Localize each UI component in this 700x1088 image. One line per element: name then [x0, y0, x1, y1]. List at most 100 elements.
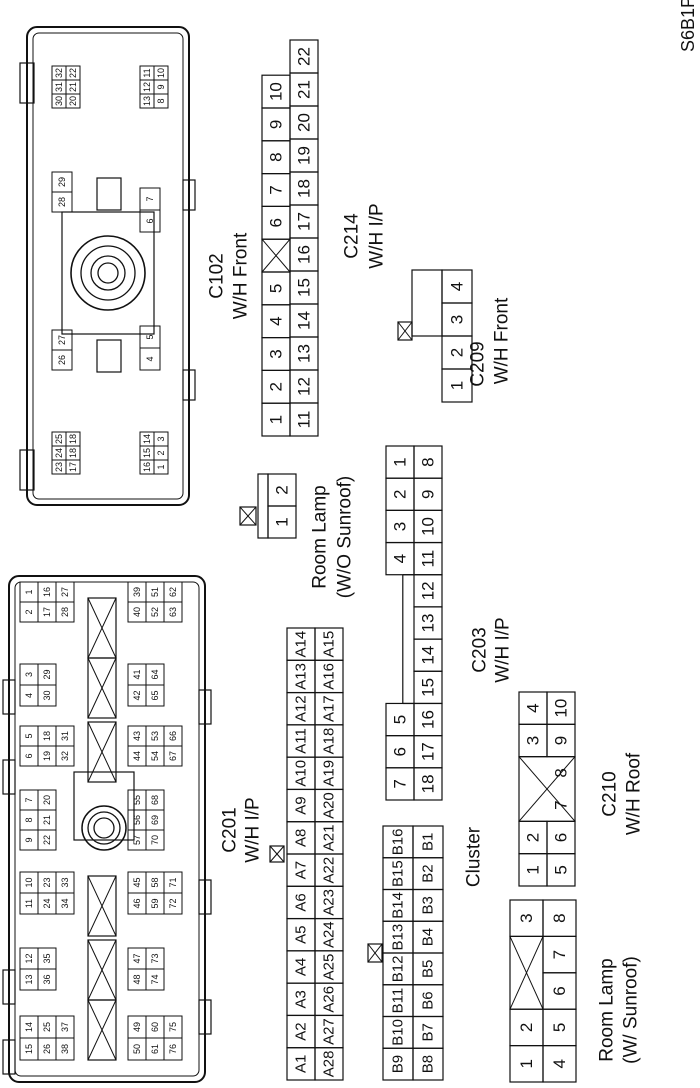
c201-pin-label: 1: [24, 589, 34, 594]
c209-pin-label: 4: [448, 282, 467, 291]
ip_a-pin-label: A3: [293, 990, 310, 1008]
c210-pin-label: 5: [552, 865, 571, 874]
ip_a-pin-label: A11: [293, 728, 310, 754]
c102-pin-label: 27: [57, 335, 67, 345]
c102-pin-label: 10: [156, 68, 166, 78]
c201-pin-label: 28: [60, 607, 70, 617]
c201-pin-label: 56: [132, 815, 142, 825]
c201-pin-label: 25: [42, 1022, 52, 1032]
c201-pin-label: 19: [42, 751, 52, 761]
c102-pin-label: 18: [68, 434, 78, 444]
c214-pin-label: 4: [267, 316, 286, 325]
room_lamp_wo-key-box: [239, 506, 257, 526]
c102-center-box: [61, 211, 155, 335]
c203-pin-label: 17: [419, 742, 438, 761]
c201-blank-cavity-box: [87, 721, 117, 783]
c210-pin-label: 7: [552, 800, 571, 809]
ip_a-pin-label: A12: [293, 695, 310, 722]
ip_a-pin-label: A28: [321, 1051, 338, 1078]
c102-inner: [32, 32, 184, 500]
c201-latch: [2, 1039, 16, 1075]
c214-harness: W/H I/P: [367, 203, 388, 268]
c201-pin-cell: [145, 947, 165, 970]
c102-pin-label: 22: [68, 68, 78, 78]
c201-side-tab: [198, 689, 212, 725]
cluster-key-box: [367, 943, 383, 963]
ip_a-pin-label: A6: [293, 893, 310, 911]
c201-pin-label: 14: [24, 1022, 34, 1032]
c214-name: C214: [342, 213, 363, 259]
c210-pin-label: 4: [524, 703, 543, 712]
c203-pin-label: 14: [419, 646, 438, 665]
c201-blank-cavity: [87, 939, 117, 1001]
c201-pin-cell: [37, 789, 57, 811]
ip_a-pin-label: A15: [321, 631, 338, 658]
c201-pin-label: 50: [132, 1044, 142, 1054]
ip_a-pin-label: A13: [293, 663, 310, 690]
c102-bolt-outer: [70, 235, 146, 311]
c203-pin-label: 1: [391, 457, 410, 466]
ip_a-pin-label: A16: [321, 663, 338, 690]
c210-pin-label: 2: [524, 833, 543, 842]
c201-blank-cavity-l2: [87, 721, 117, 783]
ip_a-pin-label: A7: [293, 861, 310, 879]
room_lamp_wo-name: Room Lamp: [310, 485, 331, 589]
c203-pin-label: 16: [419, 710, 438, 729]
c201-pin-label: 55: [132, 795, 142, 805]
c203-pin-label: 11: [419, 550, 438, 568]
c201-pin-label: 35: [42, 953, 52, 963]
c201-pin-label: 49: [132, 1022, 142, 1032]
room_lamp_w-pin-label: 5: [550, 1023, 569, 1032]
cluster-pin-cell: [412, 825, 444, 859]
room_lamp_w-name: Room Lamp: [597, 958, 618, 1062]
c201-blank-cavity-box: [87, 999, 117, 1061]
c201-pin-label: 76: [168, 1044, 178, 1054]
c201-pin-label: 3: [24, 672, 34, 677]
c214-blank-pin-l2: [261, 238, 291, 273]
c201-latch: [2, 679, 16, 715]
c214-pin-label: 9: [267, 120, 286, 129]
c210-pin-label: 10: [552, 699, 571, 718]
ip_a-pin-label: A26: [321, 986, 338, 1013]
c214-pin-label: 19: [295, 146, 314, 165]
c201-pin-label: 34: [60, 898, 70, 908]
c201-pin-label: 59: [150, 898, 160, 908]
c210-blank-pin-l2: [518, 756, 576, 822]
c102-pin-cell: [153, 65, 169, 81]
room_lamp_w-pin-label: 3: [517, 913, 536, 922]
c102-side-tab: [182, 179, 196, 211]
c201-pin-cell: [55, 581, 75, 603]
c201-pin-cell: [37, 947, 57, 970]
c102-pin-label: 31: [54, 82, 64, 92]
c102-pin-label: 6: [145, 218, 155, 223]
c201-pin-label: 12: [24, 953, 34, 963]
c201-pin-label: 46: [132, 898, 142, 908]
c203-pin-label: 15: [419, 678, 438, 697]
c201-pin-label: 71: [168, 877, 178, 887]
c209-pin-label: 2: [448, 348, 467, 357]
c214-pin-label: 5: [267, 284, 286, 293]
c201-pin-cell: [145, 789, 165, 811]
c210-pin-cell: [546, 691, 576, 725]
c201-pin-label: 40: [132, 607, 142, 617]
c201-pin-label: 41: [132, 669, 142, 679]
c201-pin-label: 48: [132, 974, 142, 984]
room_lamp_wo-shroud: [257, 473, 269, 539]
c102-pin-label: 8: [156, 98, 166, 103]
ip_a-pin-label: A14: [293, 631, 310, 658]
c102-pin-label: 18: [68, 448, 78, 458]
cluster-pin-label: B11: [390, 988, 407, 1014]
c201-pin-cell: [163, 1015, 183, 1039]
c210-harness: W/H Roof: [624, 752, 645, 835]
ip_a-pin-label: A2: [293, 1022, 310, 1040]
c102-bolt-center: [97, 262, 119, 284]
c214-pin-label: 12: [295, 377, 314, 396]
ip_a-pin-label: A5: [293, 926, 310, 944]
c102-pin-label: 15: [142, 448, 152, 458]
c102-pin-label: 9: [156, 84, 166, 89]
c102-pin-label: 3: [156, 436, 166, 441]
c210-name: C210: [600, 771, 621, 816]
c102-side-tab: [182, 369, 196, 401]
c102-pin-label: 17: [68, 462, 78, 472]
room_lamp_w-pin-label: 4: [550, 1059, 569, 1068]
